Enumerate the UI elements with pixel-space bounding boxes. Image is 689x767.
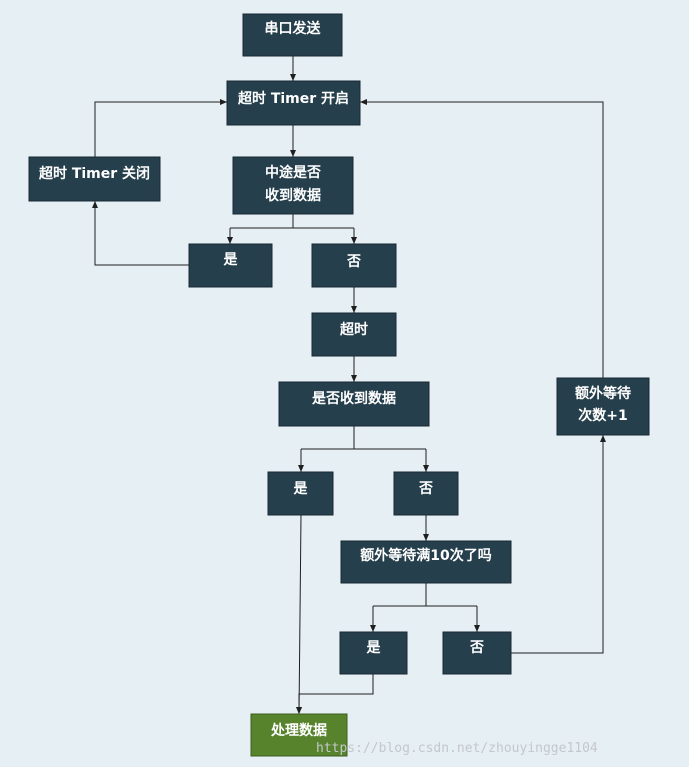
yes-box-1: 是 — [188, 243, 273, 288]
received-midway-label-line1: 中途是否 — [265, 164, 321, 181]
edge-extra-wait-inc-to-timer-on — [360, 99, 604, 378]
connectors — [92, 56, 606, 715]
extra-wait-full-box: 额外等待满10次了吗 — [340, 540, 512, 584]
edge-received-split — [301, 426, 426, 450]
no-box-1: 否 — [311, 243, 397, 288]
yes-label-3: 是 — [367, 640, 382, 656]
yes-label-1: 是 — [224, 252, 239, 268]
timeout-label: 超时 — [339, 321, 368, 338]
edge-timer-off-to-timer-on — [94, 99, 227, 157]
timeout-box: 超时 — [311, 312, 397, 357]
serial-send-box: 串口发送 — [242, 13, 343, 57]
extra-wait-inc-label-line2: 次数+1 — [578, 407, 627, 424]
yes-box-2: 是 — [267, 471, 334, 516]
edge-midway-split — [230, 214, 354, 229]
no-box-3: 否 — [442, 631, 512, 675]
no-label-3: 否 — [469, 640, 484, 656]
extra-wait-inc-box: 额外等待 次数+1 — [556, 377, 650, 436]
edge-no-to-extra-wait-inc — [511, 435, 606, 654]
process-data-label: 处理数据 — [270, 722, 327, 739]
extra-wait-full-label: 额外等待满10次了吗 — [360, 547, 491, 564]
extra-wait-inc-label-line1: 额外等待 — [575, 385, 631, 402]
yes-box-3: 是 — [339, 631, 408, 675]
received-midway-label-line2: 收到数据 — [265, 187, 321, 204]
no-box-2: 否 — [393, 471, 459, 516]
serial-send-label: 串口发送 — [265, 20, 322, 37]
edge-yes3-to-process-data — [296, 674, 374, 714]
received-check-box: 是否收到数据 — [278, 381, 430, 427]
received-check-label: 是否收到数据 — [312, 390, 396, 407]
no-label-2: 否 — [418, 481, 433, 497]
timer-off-label: 超时 Timer 关闭 — [38, 165, 150, 182]
received-midway-box: 中途是否 收到数据 — [232, 156, 354, 215]
yes-label-2: 是 — [294, 481, 309, 497]
timer-on-box: 超时 Timer 开启 — [226, 80, 361, 126]
watermark-text: https://blog.csdn.net/zhouyingge1104 — [316, 741, 598, 756]
timer-on-label: 超时 Timer 开启 — [237, 90, 349, 107]
no-label-1: 否 — [346, 254, 361, 270]
edge-extra-wait-split — [373, 583, 477, 607]
timer-off-box: 超时 Timer 关闭 — [28, 156, 161, 202]
edge-yes-to-timer-off — [92, 201, 189, 266]
edge-yes-to-process-data — [296, 514, 303, 715]
process-data-box: 处理数据 — [250, 713, 348, 757]
